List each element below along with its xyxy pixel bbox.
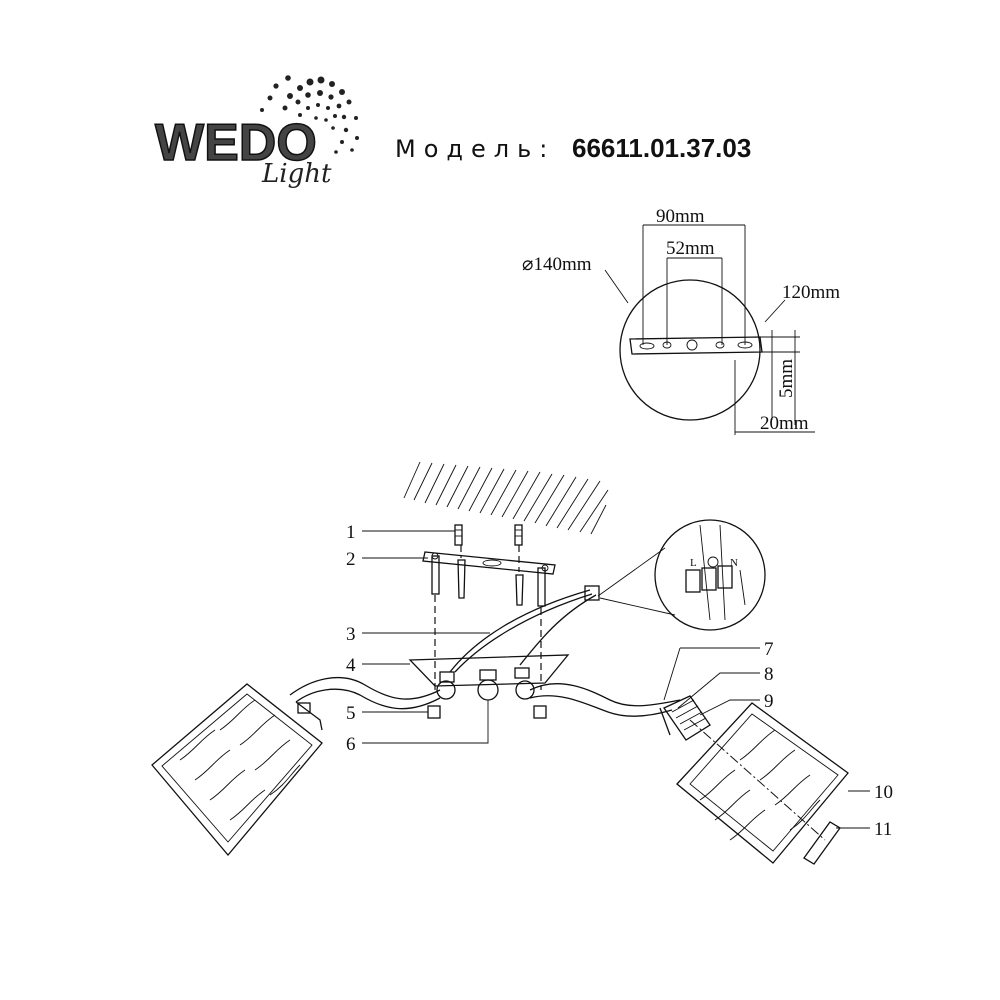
mounting-bracket <box>629 336 763 355</box>
right-socket <box>663 695 711 741</box>
callout-11: 11 <box>874 819 892 840</box>
right-arm <box>529 683 681 736</box>
mounting-plate-detail: 90mm 52mm ⌀140mm 120mm 5mm 20mm <box>522 206 840 435</box>
dim-inner-spacing: 52mm <box>666 238 715 259</box>
model-label: Модель: <box>395 135 555 163</box>
mounting-hardware <box>422 524 556 690</box>
ground-icon <box>707 556 719 568</box>
left-arm <box>289 677 441 731</box>
ceiling-screw <box>514 524 523 546</box>
canopy-nut <box>436 680 456 700</box>
wall-anchor <box>515 574 524 606</box>
callout-2: 2 <box>346 549 356 570</box>
model-number: 66611.01.37.03 <box>572 133 751 163</box>
terminal-block <box>584 585 600 601</box>
dim-length: 120mm <box>782 282 840 303</box>
center-finial <box>477 679 499 701</box>
canopy-nut <box>515 680 535 700</box>
logo-dot-swirl <box>260 75 359 154</box>
dim-thickness: 5mm <box>776 359 797 398</box>
terminal-label-l: L <box>690 557 697 569</box>
dim-diameter: ⌀140mm <box>522 254 592 275</box>
crossbar-bracket <box>422 551 556 575</box>
callout-9: 9 <box>764 691 774 712</box>
lamp-socket <box>663 695 711 741</box>
callout-8: 8 <box>764 664 774 685</box>
terminal-label-n: N <box>730 557 738 569</box>
callout-6: 6 <box>346 734 356 755</box>
brand-logo: WEDO Light <box>154 75 359 189</box>
plate-outline-circle <box>619 279 761 421</box>
callout-4: 4 <box>346 655 356 676</box>
callout-leaders <box>362 530 870 829</box>
callout-7: 7 <box>764 639 774 660</box>
callout-3: 3 <box>346 624 356 645</box>
cap-nut <box>533 705 547 719</box>
logo-wordmark: WEDO <box>155 114 317 172</box>
callout-1: 1 <box>346 522 356 543</box>
callout-10: 10 <box>874 782 893 803</box>
right-shade <box>676 702 849 865</box>
ceiling-screw <box>454 524 463 546</box>
dim-width: 20mm <box>760 413 809 434</box>
left-shade <box>151 683 323 857</box>
cap-nut <box>427 705 441 719</box>
callout-5: 5 <box>346 703 356 724</box>
canopy <box>408 585 600 719</box>
wiring-detail-circle <box>654 519 766 631</box>
ceiling-canopy <box>408 654 570 687</box>
shade-outline <box>151 683 323 857</box>
shade-outline <box>676 702 849 864</box>
ceiling-hatch <box>403 461 609 535</box>
lamp-bulb <box>803 821 841 865</box>
wall-anchor <box>457 559 466 599</box>
dim-outer-spacing: 90mm <box>656 206 705 227</box>
wiring-detail: L N <box>597 519 766 631</box>
logo-script: Light <box>261 159 332 189</box>
